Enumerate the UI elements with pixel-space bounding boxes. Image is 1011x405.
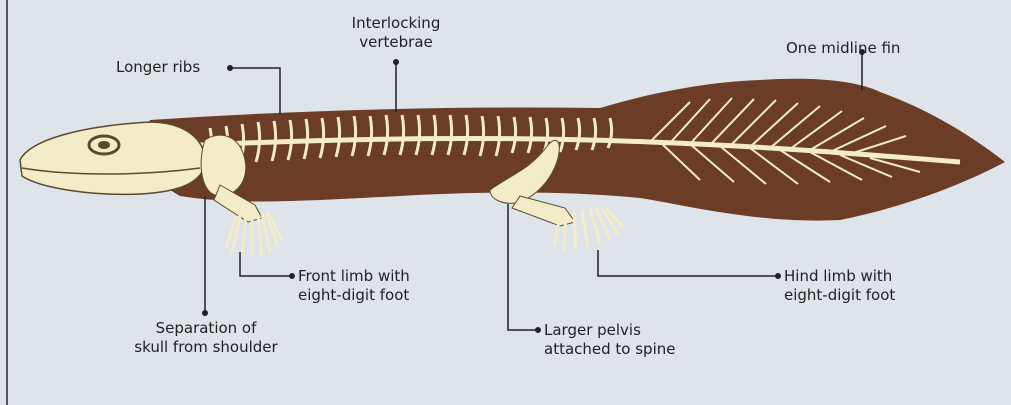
label-midline-fin-text: One midline fin xyxy=(786,39,900,57)
leader-pelvis xyxy=(508,204,538,330)
label-hind-limb-line-1: Hind limb with xyxy=(784,267,895,286)
label-larger-pelvis: Larger pelvis attached to spine xyxy=(544,321,675,359)
label-longer-ribs-text: Longer ribs xyxy=(116,58,200,76)
hind-foot xyxy=(554,208,624,250)
label-front-limb-line-1: Front limb with xyxy=(298,267,410,286)
label-hind-limb: Hind limb with eight-digit foot xyxy=(784,267,895,305)
label-pelvis-line-2: attached to spine xyxy=(544,340,675,359)
label-vertebrae-line-1: Interlocking xyxy=(330,14,462,33)
label-separation: Separation of skull from shoulder xyxy=(108,319,304,357)
leader-front-limb xyxy=(240,252,292,276)
leader-longer-ribs xyxy=(230,68,280,114)
label-vertebrae-line-2: vertebrae xyxy=(330,33,462,52)
label-pelvis-line-1: Larger pelvis xyxy=(544,321,675,340)
label-front-limb-line-2: eight-digit foot xyxy=(298,286,410,305)
label-one-midline-fin: One midline fin xyxy=(786,39,900,58)
label-hind-limb-line-2: eight-digit foot xyxy=(784,286,895,305)
leader-hind-limb xyxy=(598,250,778,276)
label-separation-line-1: Separation of xyxy=(108,319,304,338)
label-interlocking-vertebrae: Interlocking vertebrae xyxy=(330,14,462,52)
label-longer-ribs: Longer ribs xyxy=(116,58,200,77)
label-separation-line-2: skull from shoulder xyxy=(108,338,304,357)
skull xyxy=(20,122,205,194)
eye xyxy=(98,141,110,149)
label-front-limb: Front limb with eight-digit foot xyxy=(298,267,410,305)
